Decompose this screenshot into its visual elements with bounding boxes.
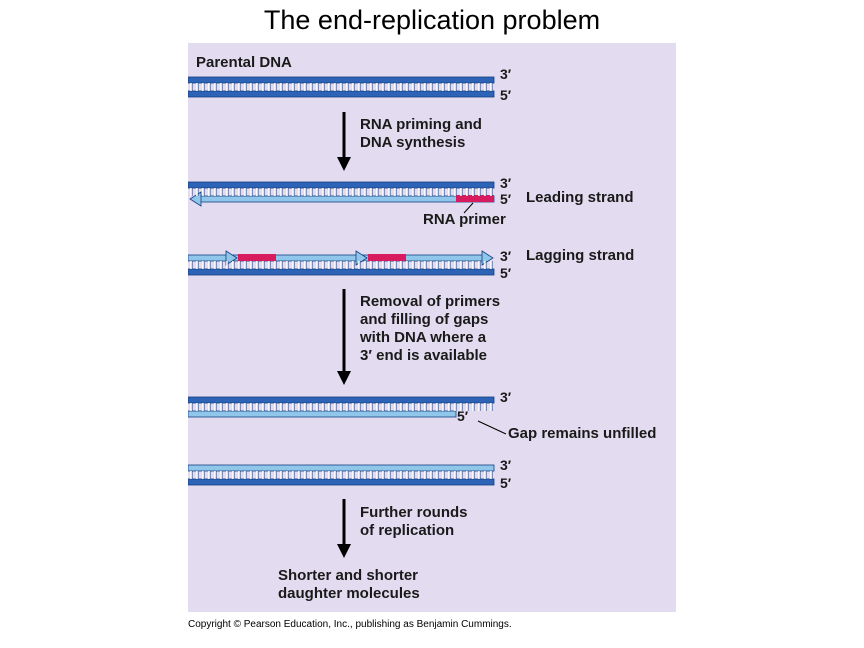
parental-dna-label: Parental DNA <box>196 54 292 71</box>
end-label-3prime: 3′ <box>500 389 512 405</box>
process-arrow-head <box>337 157 351 171</box>
daughter-bottom-strand <box>188 478 495 486</box>
primer-leader-line <box>463 202 474 214</box>
end-label-3prime: 3′ <box>500 248 512 264</box>
end-label-3prime: 3′ <box>500 66 512 82</box>
dna-diagram <box>188 76 507 558</box>
parental-strand <box>188 396 495 404</box>
base-pair-rungs-edge <box>191 471 493 479</box>
leading-new-strand <box>199 195 495 203</box>
base-pair-rungs-edge <box>191 83 493 91</box>
gap-leader-line <box>477 420 507 435</box>
gap-label: Gap remains unfilled <box>508 425 657 442</box>
diagram-panel: Parental DNA 3′ 5′ RNA priming and DNA s… <box>188 43 676 612</box>
daughter-top-strand <box>188 464 495 472</box>
lagging-strand-label: Lagging strand <box>526 247 635 264</box>
base-pair-rungs <box>190 403 492 411</box>
okazaki-fragment <box>188 254 229 262</box>
end-label-5prime: 5′ <box>500 265 512 281</box>
end-label-5prime: 5′ <box>500 475 512 491</box>
parental-strand <box>188 268 495 276</box>
base-pair-rungs-edge <box>191 261 493 269</box>
process-arrow-head <box>337 371 351 385</box>
parental-top-strand <box>188 76 495 84</box>
parental-strand <box>188 181 495 189</box>
end-label-3prime: 3′ <box>500 175 512 191</box>
step-label-priming: RNA priming and DNA synthesis <box>360 116 482 151</box>
page-title: The end-replication problem <box>263 5 601 35</box>
base-pair-rungs-edge <box>191 188 493 196</box>
okazaki-arrowhead <box>225 250 238 266</box>
result-label: Shorter and shorter daughter molecules <box>278 567 420 602</box>
process-arrow-head <box>337 544 351 558</box>
leading-strand-label: Leading strand <box>526 189 634 206</box>
step-label-removal: Removal of primers and filling of gaps w… <box>360 293 501 364</box>
base-pair-rungs <box>190 471 492 479</box>
rna-primer-segment <box>456 195 494 202</box>
copyright-notice: Copyright © Pearson Education, Inc., pub… <box>188 619 512 630</box>
end-label-5prime: 5′ <box>457 408 469 424</box>
step-label-further-rounds: Further rounds of replication <box>360 504 468 539</box>
end-label-5prime: 5′ <box>500 87 512 103</box>
rna-primer-segment <box>368 254 406 261</box>
rna-primer-segment <box>238 254 276 261</box>
parental-bottom-strand <box>188 90 495 98</box>
base-pair-rungs <box>190 188 492 196</box>
end-label-3prime: 3′ <box>500 457 512 473</box>
rna-primer-label: RNA primer <box>423 211 506 228</box>
daughter-strand <box>188 410 457 418</box>
base-pair-rungs <box>190 261 492 269</box>
end-label-5prime: 5′ <box>500 191 512 207</box>
base-pair-rungs <box>190 83 492 91</box>
base-pair-rungs-edge <box>191 403 493 411</box>
